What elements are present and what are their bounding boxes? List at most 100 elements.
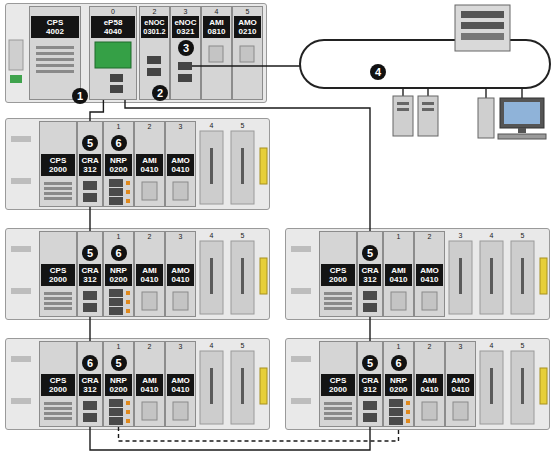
module-label: CRA 312 (81, 376, 98, 394)
module-label: AMI 0410 (141, 156, 159, 174)
rack-details (291, 241, 547, 314)
module-box: 0 eP58 4040 (89, 6, 137, 100)
module-label: eNOC 0321 (174, 18, 196, 36)
module-box: CPS 2000 (319, 341, 357, 427)
callout-number: 5 (82, 135, 98, 151)
rack-frame: 345CPS 2000CRA 3121AMI 04102AMO 0410 (285, 228, 550, 320)
slot-number: 2 (135, 232, 164, 241)
ethernet-port (178, 74, 192, 82)
callout-number: 2 (152, 85, 168, 101)
ethernet-cable (125, 100, 370, 231)
label-plate: NRP 0200 (105, 154, 132, 176)
pc-tower (478, 98, 494, 138)
label-plate: CRA 312 (79, 264, 101, 286)
label-plate: AMO 0410 (167, 374, 194, 396)
module-detail (36, 58, 74, 61)
module-label: CPS 2000 (49, 156, 67, 174)
server-rack (455, 5, 510, 51)
callout-number: 5 (82, 245, 98, 261)
label-plate: AMO 0210 (234, 16, 261, 38)
server-detail (422, 108, 434, 111)
slot-number: 2 (415, 232, 444, 241)
module-box: 3AMO 0410 (165, 341, 196, 427)
module-box: 1NRP 0200 (383, 341, 414, 427)
rack-details (11, 131, 267, 205)
slot-number: 4 (476, 341, 507, 350)
module-box: 4AMI 0810 (201, 6, 232, 100)
module-label: AMO 0410 (451, 376, 470, 394)
rack-part (10, 75, 22, 83)
slot-number: 2 (135, 342, 164, 351)
server-unit (461, 11, 504, 18)
module-box: CPS 2000 (39, 341, 77, 427)
module-detail (36, 52, 74, 55)
label-plate: eNOC 0301.2 (141, 16, 168, 38)
module-box: 3AMO 0410 (165, 231, 196, 317)
ethernet-port (147, 68, 161, 76)
module-label: CPS 4002 (46, 18, 64, 36)
slot-number: 3 (171, 7, 200, 16)
server-unit (461, 22, 504, 29)
slot-number: 3 (166, 122, 195, 131)
slot-number: 1 (104, 232, 133, 241)
module-box: CRA 312 (77, 121, 103, 207)
module-box: CRA 312 (77, 341, 103, 427)
module-label: AMO 0410 (171, 266, 190, 284)
slot-number: 4 (202, 7, 231, 16)
module-box: 2AMI 0410 (414, 341, 445, 427)
module-label: CPS 2000 (329, 376, 347, 394)
label-plate: AMI 0410 (136, 374, 163, 396)
ethernet-cable (119, 427, 399, 441)
module-label: CPS 2000 (329, 266, 347, 284)
slot-number: 5 (233, 7, 262, 16)
ethernet-cable (90, 100, 103, 121)
callout-number: 5 (362, 355, 378, 371)
callout-number: 5 (362, 245, 378, 261)
module-label: NRP 0200 (390, 376, 408, 394)
module-box: 2AMI 0410 (134, 231, 165, 317)
label-plate: eP58 4040 (91, 16, 135, 38)
server-unit (461, 33, 504, 40)
label-plate: NRP 0200 (385, 374, 412, 396)
label-plate: CRA 312 (79, 374, 101, 396)
rack-frame: 45CPS 2000CRA 3121NRP 02002AMI 04103AMO … (285, 338, 550, 430)
module-label: AMI 0810 (208, 18, 226, 36)
label-plate: AMI 0410 (136, 154, 163, 176)
slot-number: 4 (196, 231, 227, 240)
module-box: CPS 2000 (319, 231, 357, 317)
module-box: 1AMI 0410 (383, 231, 414, 317)
slot-number: 1 (104, 342, 133, 351)
server-detail (422, 102, 434, 105)
module-label: eP58 4040 (104, 18, 123, 36)
module-box: 5AMO 0210 (232, 6, 263, 100)
slot-number: 2 (140, 7, 169, 16)
pc-monitor (500, 98, 544, 128)
slot-number: 5 (507, 231, 538, 240)
module-label: AMI 0410 (141, 376, 159, 394)
label-plate: AMO 0410 (416, 264, 443, 286)
main-rack-details (9, 40, 254, 93)
server-detail (397, 108, 409, 111)
module-label: NRP 0200 (110, 156, 128, 174)
module-detail (36, 70, 74, 73)
slot-number: 3 (446, 342, 475, 351)
module-box: 1NRP 0200 (103, 121, 134, 207)
ethernet-cable (89, 207, 90, 231)
network-cable (427, 88, 428, 96)
label-plate: eNOC 0321 (172, 16, 199, 38)
network-cable (485, 88, 486, 98)
module-label: AMI 0410 (390, 266, 408, 284)
module-label: AMO 0410 (420, 266, 439, 284)
slot-number: 0 (90, 7, 136, 16)
slot-number: 4 (196, 341, 227, 350)
slot-number: 5 (227, 121, 258, 130)
server-tower (393, 96, 413, 136)
callout-number: 6 (391, 355, 407, 371)
ethernet-cable (369, 317, 370, 341)
label-plate: AMO 0410 (167, 264, 194, 286)
label-plate: CPS 2000 (321, 374, 355, 396)
network-cable (192, 65, 300, 66)
ethernet-cable (90, 427, 370, 450)
label-plate: AMI 0810 (203, 16, 230, 38)
module-label: AMI 0410 (421, 376, 439, 394)
